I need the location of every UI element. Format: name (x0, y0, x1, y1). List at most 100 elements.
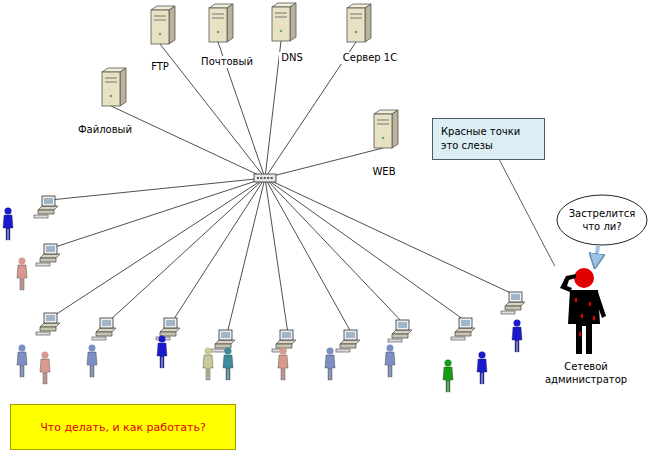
server-side (169, 6, 175, 44)
keyboard (336, 349, 350, 352)
user-head (514, 320, 521, 327)
network-link (160, 44, 265, 178)
keyboard (36, 263, 50, 266)
thought-arrow (595, 246, 598, 266)
user-body (157, 343, 167, 368)
keyboard (211, 349, 225, 352)
question-box: Что делать, и как работать? (10, 404, 236, 450)
user-head (19, 345, 26, 352)
server-icon (374, 110, 398, 148)
server-icon (347, 4, 371, 42)
screen (346, 332, 355, 338)
server-front (151, 10, 169, 44)
user-figure (477, 352, 487, 385)
server-front (347, 8, 365, 42)
network-link (111, 106, 265, 178)
pc-case (40, 254, 60, 258)
keyboard (36, 332, 50, 335)
server-label: WEB (356, 160, 412, 179)
user-head (159, 336, 166, 343)
switch-port (257, 177, 259, 179)
server-label: Почтовый (192, 50, 262, 69)
workstation-icon (336, 330, 360, 352)
pc-case (215, 340, 235, 344)
user-figure (157, 336, 167, 369)
node-text: DNS (279, 52, 305, 64)
workstation-icon (36, 313, 60, 335)
network-link (108, 178, 265, 322)
node-text: WEB (370, 166, 397, 178)
server-label: Файловый (70, 118, 140, 137)
screen (511, 294, 520, 300)
monitor (344, 330, 357, 340)
drive-slot (275, 13, 287, 14)
note-box: Красные точки это слезы (432, 118, 545, 160)
user-figure (278, 348, 288, 381)
screen (282, 332, 291, 338)
monitor (219, 330, 232, 340)
user-figure (385, 345, 395, 378)
server-label: DNS (262, 46, 322, 65)
user-head (89, 345, 96, 352)
user-figure (17, 345, 27, 378)
server-icon (272, 3, 296, 41)
network-link (52, 178, 265, 248)
bubble-outline (556, 194, 648, 246)
screen (102, 320, 111, 326)
switch-port (267, 177, 269, 179)
monitor (509, 292, 522, 302)
server-side (365, 4, 371, 42)
pc-case-front (340, 344, 356, 348)
pc-case-front (40, 327, 56, 331)
screen (44, 198, 53, 204)
drive-slot (105, 82, 117, 83)
user-head (42, 352, 49, 359)
user-figure (443, 360, 453, 393)
node-text: Красные точки это слезы (441, 125, 536, 153)
drive-slot (275, 17, 287, 18)
drive-slot (350, 18, 362, 19)
drive-slot (154, 20, 166, 21)
network-link (265, 178, 288, 334)
user-figure (223, 348, 233, 381)
server-side (120, 68, 126, 106)
user-figure (325, 348, 335, 381)
pc-case-front (160, 332, 176, 336)
drive-slot (212, 14, 224, 15)
workstation-icon (36, 244, 60, 266)
user-body (203, 355, 213, 380)
user-figure (203, 348, 213, 381)
user-head (387, 345, 394, 352)
drive-slot (154, 16, 166, 17)
user-head (5, 208, 12, 215)
monitor (44, 313, 57, 323)
pc-case (160, 328, 180, 332)
monitor (100, 318, 113, 328)
pc-case-front (392, 334, 408, 338)
pc-case-front (96, 332, 112, 336)
monitor (280, 330, 293, 340)
power-led (382, 137, 385, 140)
screen (46, 246, 55, 252)
user-figure (17, 258, 27, 291)
workstation-icon (211, 330, 235, 352)
drive-slot (377, 124, 389, 125)
server-icon (209, 4, 233, 42)
pc-case (96, 328, 116, 332)
node-text: Застрелится что ли? (568, 207, 636, 233)
server-icon (102, 68, 126, 106)
server-label: Сервер 1С (330, 46, 410, 65)
keyboard (34, 215, 48, 218)
node-text: Сервер 1С (341, 52, 399, 64)
network-link (265, 178, 467, 322)
keyboard (388, 339, 402, 342)
keyboard (501, 311, 515, 314)
admin-arm (595, 292, 606, 318)
tear-drop (589, 301, 592, 307)
server-front (272, 7, 290, 41)
keyboard (451, 337, 465, 340)
user-figure (40, 352, 50, 385)
user-body (17, 352, 27, 377)
server-front (374, 114, 392, 148)
screen (461, 320, 470, 326)
